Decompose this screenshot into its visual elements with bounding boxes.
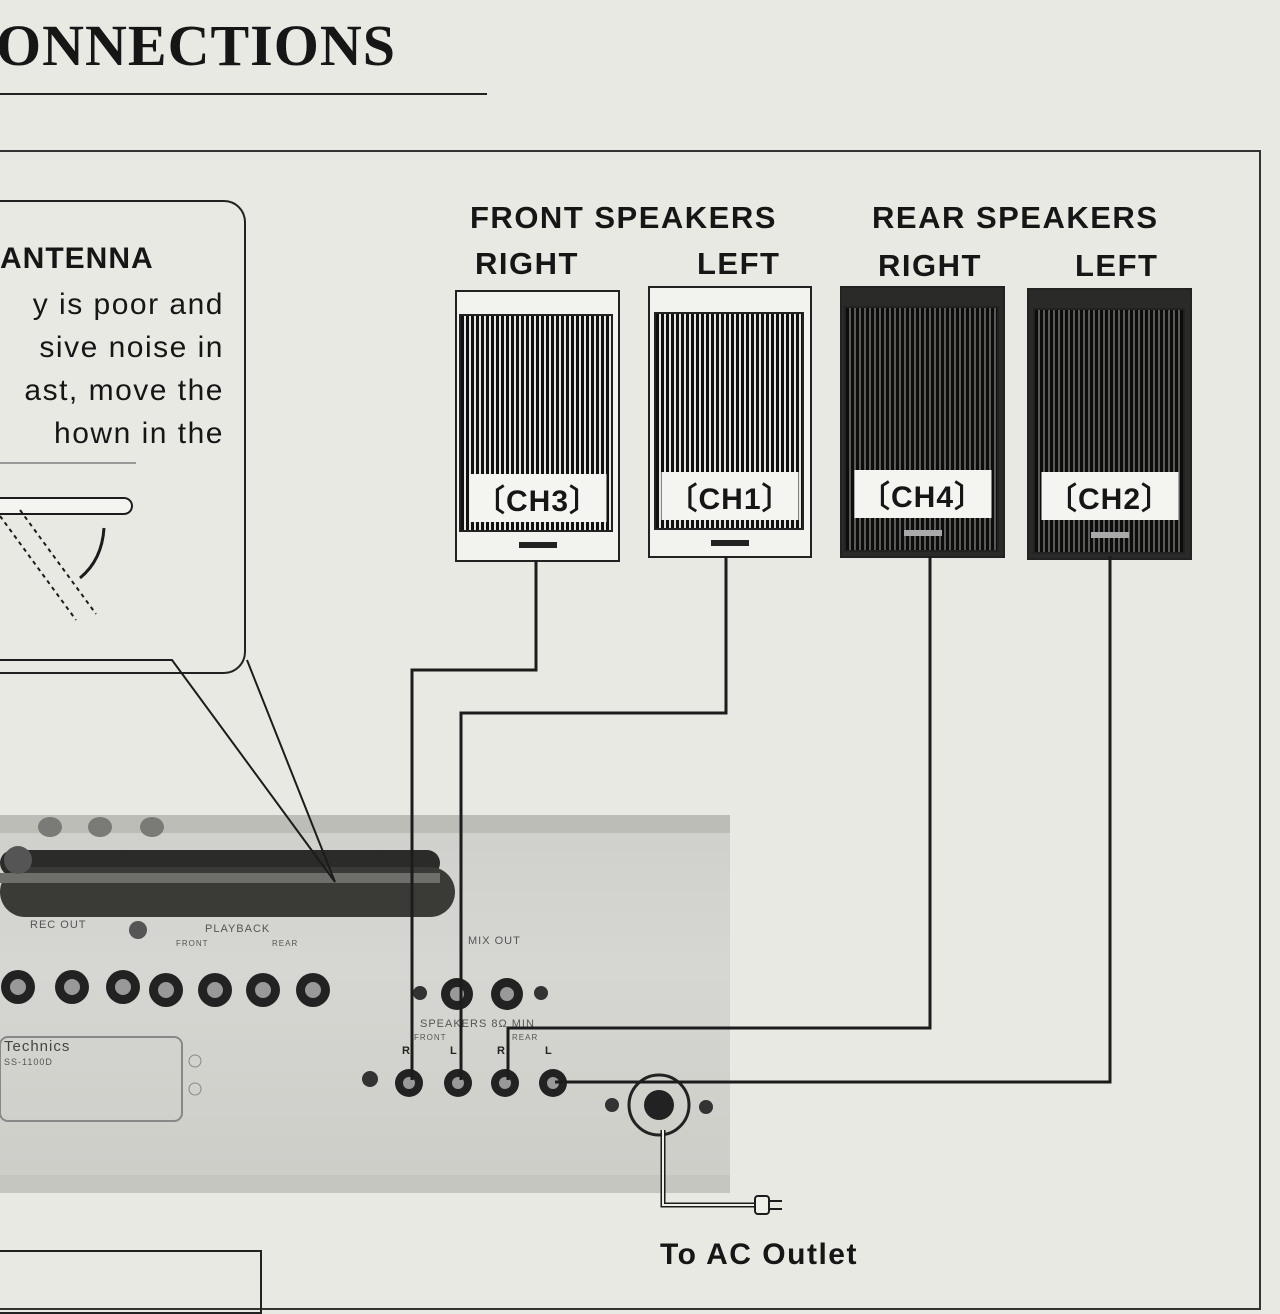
- brand-plate-model: SS-1100D: [4, 1057, 53, 1067]
- speakers-jack-label: SPEAKERS 8Ω MIN: [420, 1018, 535, 1030]
- speaker-logo-badge: [711, 540, 749, 546]
- jack-l-front-label: L: [450, 1045, 458, 1057]
- rear-speakers-title: REAR SPEAKERS: [872, 200, 1159, 235]
- bottom-note-box: [0, 1250, 262, 1314]
- callout-line: y is poor and: [32, 288, 224, 321]
- front-left-label: LEFT: [697, 246, 781, 281]
- speakers-front-label: FRONT: [414, 1033, 447, 1042]
- ac-outlet-label: To AC Outlet: [660, 1238, 858, 1271]
- playback-rear-label: REAR: [272, 939, 299, 948]
- callout-line: sive noise in: [39, 331, 224, 364]
- front-right-label: RIGHT: [475, 246, 579, 281]
- speaker-channel-label: 〔CH2〕: [1040, 472, 1179, 520]
- callout-heading: ANTENNA: [0, 242, 154, 275]
- speaker-logo-badge: [903, 530, 942, 536]
- callout-line: ast, move the: [24, 374, 224, 407]
- speaker-front-left: 〔CH1〕: [648, 286, 812, 558]
- rear-left-label: LEFT: [1075, 248, 1159, 283]
- page-title: ONNECTIONS: [0, 13, 396, 78]
- rear-right-label: RIGHT: [878, 248, 982, 283]
- speaker-rear-right: 〔CH4〕: [840, 286, 1005, 558]
- front-speakers-title: FRONT SPEAKERS: [470, 200, 777, 235]
- brand-plate-name: Technics: [4, 1038, 71, 1055]
- playback-front-label: FRONT: [176, 939, 209, 948]
- amplifier-rear-panel: REC OUT PLAYBACK FRONT REAR MIX OUT SPEA…: [0, 815, 730, 1193]
- callout-line: hown in the: [54, 417, 224, 450]
- jack-l-rear-label: L: [545, 1045, 553, 1057]
- speaker-channel-label: 〔CH4〕: [853, 470, 992, 518]
- speaker-logo-badge: [1090, 532, 1129, 538]
- title-rule: [0, 93, 487, 95]
- speaker-channel-label: 〔CH1〕: [661, 472, 799, 520]
- jack-r-rear-label: R: [497, 1045, 506, 1057]
- playback-label: PLAYBACK: [205, 923, 271, 935]
- jack-r-front-label: R: [402, 1045, 411, 1057]
- mix-out-label: MIX OUT: [468, 935, 521, 947]
- rec-out-label: REC OUT: [30, 919, 87, 931]
- speaker-logo-badge: [518, 542, 557, 548]
- speaker-rear-left: 〔CH2〕: [1027, 288, 1192, 560]
- panel-drawing: [0, 815, 730, 1193]
- speaker-channel-label: 〔CH3〕: [468, 474, 607, 522]
- speakers-rear-label: REAR: [512, 1033, 539, 1042]
- speaker-front-right: 〔CH3〕: [455, 290, 620, 562]
